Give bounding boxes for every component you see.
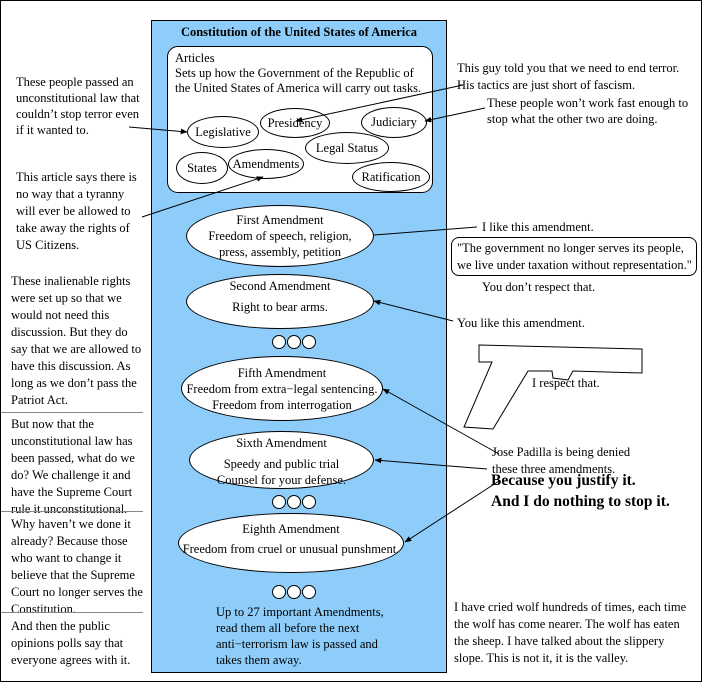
sixth-amendment-body-2: Counsel for your defense. — [216, 473, 347, 487]
second-amendment-arrow — [373, 299, 454, 322]
challenge-paragraph: But now that the unconstitutional law ha… — [11, 417, 135, 516]
presidency-note: This guy told you that we need to end te… — [457, 61, 680, 92]
respect-note: I respect that. — [532, 376, 600, 390]
wolf-paragraph: I have cried wolf hundreds of times, eac… — [454, 600, 687, 665]
ellipsis-dot — [272, 495, 286, 509]
you-like-amendment-note: You like this amendment. — [457, 316, 585, 330]
amendments-bubble: Amendments — [228, 149, 304, 179]
judiciary-bubble: Judiciary — [361, 107, 427, 138]
fifth-amendment: Fifth Amendment Freedom from extra−legal… — [181, 356, 383, 421]
sixth-amendment: Sixth Amendment Speedy and public trial … — [189, 431, 374, 489]
judiciary-arrow — [424, 107, 486, 123]
constitution-title: Constitution of the United States of Ame… — [180, 25, 418, 39]
presidency-arrow — [295, 84, 464, 123]
divider — [1, 412, 143, 413]
ellipsis-dot — [287, 585, 301, 599]
dont-respect-note: You don’t respect that. — [482, 280, 596, 294]
padilla-note: Jose Padilla is being denied these three… — [492, 445, 631, 476]
do-nothing-statement: And I do nothing to stop it. — [491, 493, 670, 510]
ellipsis-dot — [287, 335, 301, 349]
first-amendment: First Amendment Freedom of speech, relig… — [186, 205, 374, 267]
judiciary-note: These people won’t work fast enough to s… — [487, 96, 689, 126]
articles-description: Sets up how the Government of the Republ… — [175, 66, 422, 95]
legislative-note: These people passed an unconstitutional … — [16, 75, 140, 137]
opinion-polls-paragraph: And then the public opinions polls say t… — [11, 619, 131, 667]
amendments-article-note: This article says there is no way that a… — [16, 170, 137, 252]
legislative-arrow — [128, 126, 188, 135]
eighth-amendment-body: Freedom from cruel or unusual punshment. — [182, 542, 400, 556]
ellipsis-dot — [272, 335, 286, 349]
fifth-amendment-body-1: Freedom from extra−legal sentencing. — [186, 382, 378, 396]
ellipsis-dot — [287, 495, 301, 509]
fifth-amendment-body-2: Freedom from interrogation — [212, 398, 352, 412]
second-amendment-body: Right to bear arms. — [232, 300, 328, 314]
ellipsis-dot — [302, 495, 316, 509]
discussion-paragraph: These inalienable rights were set up so … — [11, 274, 142, 407]
states-bubble: States — [176, 152, 228, 184]
eighth-amendment-arrow — [404, 480, 500, 543]
divider — [1, 612, 143, 613]
like-first-line — [373, 226, 478, 236]
ellipsis-dot — [272, 585, 286, 599]
divider — [1, 511, 143, 512]
second-amendment-title: Second Amendment — [229, 279, 331, 293]
presidency-bubble: Presidency — [260, 108, 330, 138]
supreme-court-paragraph: Why haven’t we done it already? Because … — [11, 517, 143, 616]
ellipsis-dot — [302, 335, 316, 349]
first-amendment-body: Freedom of speech, religion, press, asse… — [208, 229, 352, 259]
sixth-amendment-arrow — [374, 457, 488, 470]
like-first-amendment-note: I like this amendment. — [482, 220, 594, 234]
quote-box: "The government no longer serves its peo… — [451, 237, 697, 276]
sixth-amendment-title: Sixth Amendment — [236, 436, 327, 450]
eighth-amendment: Eighth Amendment Freedom from cruel or u… — [178, 513, 404, 573]
articles-heading: Articles — [175, 51, 215, 65]
fifth-amendment-title: Fifth Amendment — [237, 366, 327, 380]
fifth-amendment-arrow — [382, 388, 500, 455]
legislative-bubble: Legislative — [187, 116, 259, 148]
ratification-bubble: Ratification — [352, 162, 430, 192]
amendments-arrow — [141, 176, 264, 218]
sixth-amendment-body-1: Speedy and public trial — [223, 457, 340, 471]
legal-status-bubble: Legal Status — [305, 132, 389, 164]
quote-text: "The government no longer serves its peo… — [457, 241, 692, 272]
pistol-outline-icon — [463, 344, 643, 430]
amendments-footer-text: Up to 27 important Amendments, read them… — [216, 605, 384, 667]
first-amendment-title: First Amendment — [236, 213, 324, 227]
ellipsis-dot — [302, 585, 316, 599]
justify-statement: Because you justify it. — [491, 472, 636, 489]
eighth-amendment-title: Eighth Amendment — [242, 522, 340, 536]
